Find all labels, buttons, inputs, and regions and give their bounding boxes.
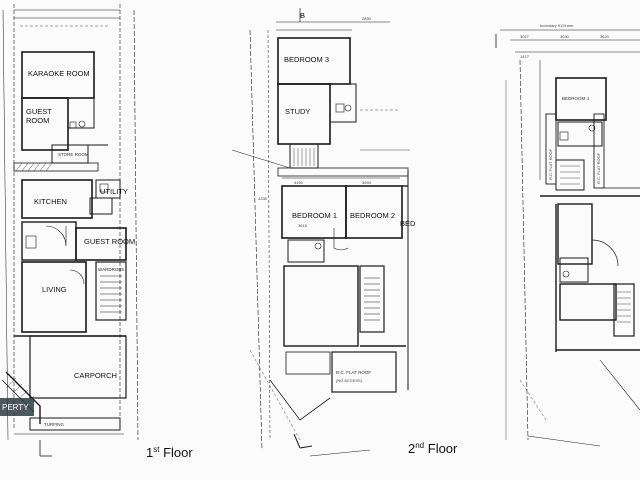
plan-2-marker-b: B bbox=[300, 11, 305, 20]
plan-3rd-floor-partial bbox=[495, 29, 640, 447]
dim-left-a: 4150 bbox=[294, 180, 304, 185]
room-label-store: STORE ROOM bbox=[58, 152, 89, 157]
watermark-text: PERTY bbox=[2, 403, 29, 412]
plan-1st-floor bbox=[1, 4, 139, 457]
room-label-bedroom1: BEDROOM 1 bbox=[292, 211, 337, 220]
room-label-study: STUDY bbox=[285, 107, 310, 116]
dim-boundary: boundary 9131mm bbox=[540, 23, 574, 28]
room-label-bed-edge: BED bbox=[400, 219, 416, 228]
plan-3rd-floor-labels: boundary 9131mm 3027 3030 3620 1417 BEDR… bbox=[520, 23, 610, 184]
caption-2nd-floor: 2nd Floor bbox=[408, 441, 458, 456]
dim-b: 3030 bbox=[560, 34, 570, 39]
dim-d: 1417 bbox=[520, 54, 530, 59]
room-label-bedroom3: BEDROOM 3 bbox=[284, 55, 329, 64]
dim-vertical: 4335 bbox=[258, 196, 268, 201]
room-label-guest: GUEST ROOM bbox=[84, 237, 135, 246]
room-label-bedroom2: BEDROOM 2 bbox=[350, 211, 395, 220]
plan-2nd-floor-labels: B 2890 BEDROOM 3 STUDY 4150 3693 BEDROOM… bbox=[258, 11, 416, 383]
room-label-flat-roof-2: R.C. FLAT ROOF bbox=[596, 152, 601, 184]
caption-1st-floor: 1st Floor bbox=[146, 445, 193, 460]
dim-bedroom1: 3615 bbox=[298, 223, 308, 228]
plan-1st-floor-labels: KARAOKE ROOM GUEST ROOM STORE ROOM UTILI… bbox=[26, 69, 135, 427]
watermark-badge: PERTY bbox=[0, 398, 34, 416]
room-label-flat-roof-1: R.C. FLAT ROOF bbox=[548, 148, 553, 180]
room-label-guest-top-1: GUEST bbox=[26, 107, 52, 116]
room-label-utility: UTILITY bbox=[100, 187, 128, 196]
room-label-guest-top-2: ROOM bbox=[26, 116, 49, 125]
plan-2nd-floor bbox=[231, 8, 410, 457]
dim-a: 3027 bbox=[520, 34, 530, 39]
room-label-carporch: CARPORCH bbox=[74, 371, 117, 380]
room-label-bedroom4: BEDROOM 4 bbox=[562, 96, 590, 101]
room-label-flat-roof: R.C. FLAT ROOF bbox=[336, 370, 371, 375]
room-label-living: LIVING bbox=[42, 285, 67, 294]
room-label-karaoke: KARAOKE ROOM bbox=[28, 69, 90, 78]
room-label-kitchen: KITCHEN bbox=[34, 197, 67, 206]
dim-c: 3620 bbox=[600, 34, 610, 39]
room-label-wardrobe: WARDROBE bbox=[98, 267, 124, 272]
dim-left-b: 3693 bbox=[362, 180, 372, 185]
dim-top: 2890 bbox=[362, 16, 372, 21]
room-label-turfing: TURFING bbox=[44, 422, 64, 427]
room-label-no-access: (NO ACCESS) bbox=[336, 378, 363, 383]
